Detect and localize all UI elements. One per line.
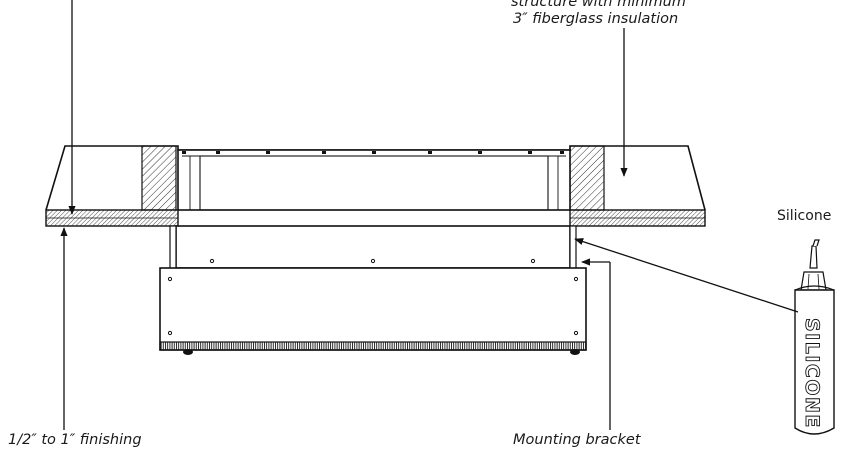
flange-screw-right <box>530 258 536 264</box>
tube-lettering: SILICONE <box>801 318 823 429</box>
bracket-screws <box>167 276 579 336</box>
flange-screw-left <box>209 258 215 264</box>
unit-upper-housing <box>177 149 571 211</box>
left-insulation-cavity <box>62 146 142 210</box>
silicone-pointer <box>574 238 799 313</box>
mounting-bracket-caption: Mounting bracket <box>513 432 641 448</box>
flange-left-post <box>169 225 177 271</box>
bracket-feet <box>183 349 580 355</box>
framing-caption-line2: 3″ fiberglass insulation <box>513 11 679 27</box>
right-wood-stud <box>569 145 605 211</box>
flange-screw-center <box>370 258 376 264</box>
left-wood-stud <box>141 145 177 211</box>
unit-flange <box>175 225 571 269</box>
unit-top-bolts <box>182 151 564 154</box>
flange-right-post <box>569 225 577 271</box>
silicone-caption: Silicone <box>777 208 832 224</box>
bracket-bottom-band <box>159 341 587 351</box>
finishing-caption: 1/2″ to 1″ finishing <box>8 432 142 448</box>
unit-inner-box <box>199 155 549 211</box>
silicone-tube: SILICONE <box>794 239 835 435</box>
framing-caption-line1: structure with minimum <box>511 0 686 10</box>
framing-caption: structure with minimum 3″ fiberglass ins… <box>511 0 686 28</box>
mounting-bracket-panel <box>159 267 587 351</box>
